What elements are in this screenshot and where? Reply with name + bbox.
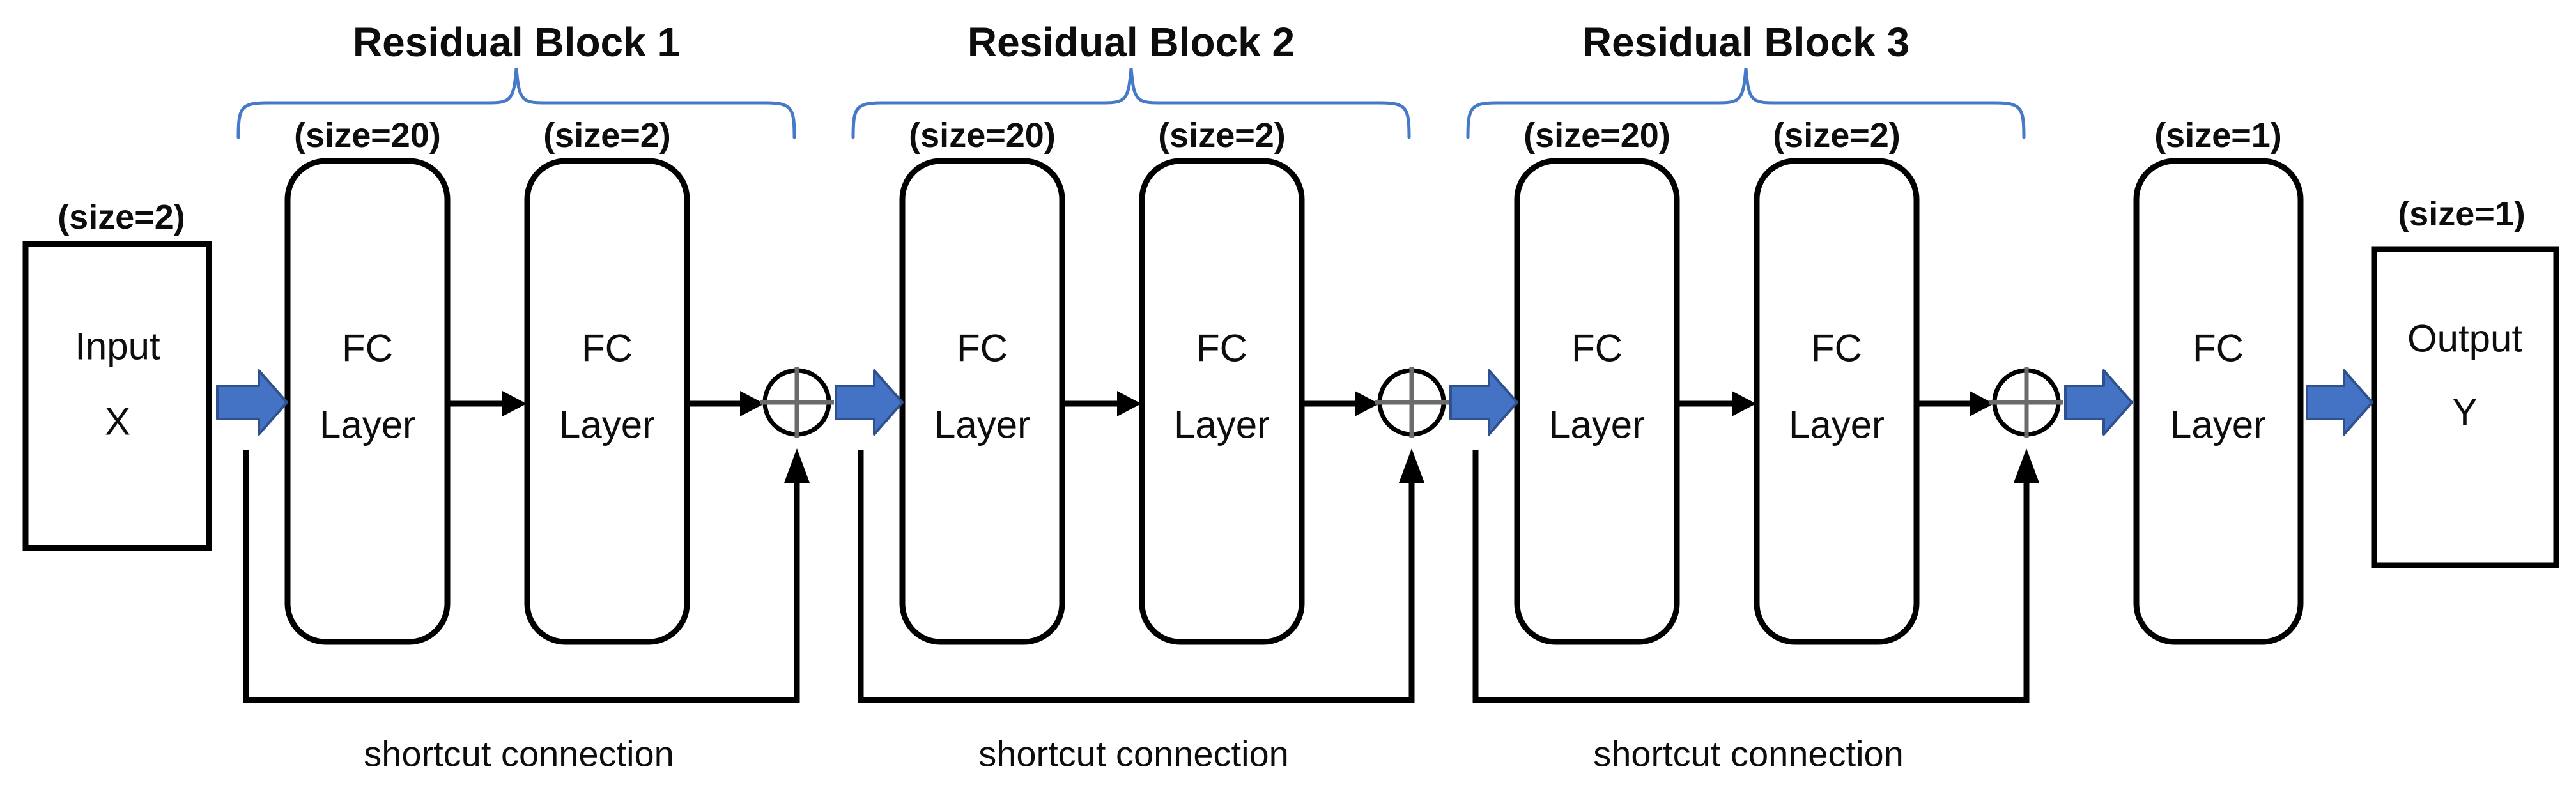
rb3-inner-arrowhead-icon [1732,391,1756,416]
input-box [22,241,212,551]
residual-block-1-title: Residual Block 1 [353,19,680,65]
rb3-fc2-label-line2: Layer [1789,404,1885,446]
rb2-fc1-label-line2: Layer [934,404,1030,446]
rb2-shortcut-connection-line [858,450,1415,703]
rb3-fc2-label-line1: FC [1811,327,1862,370]
rb1-shortcut-connection-line [243,450,800,703]
rb2-fc2-label-line2: Layer [1174,404,1270,446]
input-size-label: (size=2) [58,198,185,236]
final-fc-layer-box [2133,158,2304,645]
rb3-fc2-size-label: (size=2) [1773,116,1901,155]
output-box [2371,246,2559,568]
rb2-fc2-label-line1: FC [1196,327,1247,370]
rb1-fc1-label-line1: FC [342,327,393,370]
rb3-shortcut-connection-label: shortcut connection [1593,734,1904,774]
rb2-fc-layer-2-box [1139,158,1305,645]
rb2-fc1-label-line1: FC [957,327,1008,370]
rb2-to-rb3-blue-arrow-icon [1449,369,1518,436]
residual-block-2-brace-icon [851,68,1411,139]
residual-block-1-brace-icon [236,68,796,139]
rb1-to-sum-arrowhead-icon [740,391,764,416]
rb2-to-sum-arrowhead-icon [1355,391,1379,416]
final-fc-size-label: (size=1) [2154,116,2282,155]
input-box-label-line1: Input [75,325,160,368]
rb2-fc2-size-label: (size=2) [1158,116,1286,155]
final-fc-to-output-blue-arrow-icon [2306,369,2373,436]
rb1-to-rb2-blue-arrow-icon [835,369,904,436]
rb1-fc2-size-label: (size=2) [543,116,671,155]
rb3-fc-layer-1-box [1514,158,1680,645]
rb3-shortcut-connection-line [1472,450,2030,703]
residual-block-3-brace-icon [1466,68,2026,139]
rb1-fc-layer-2-box [524,158,690,645]
rb2-fc1-size-label: (size=20) [909,116,1056,155]
rb2-fc-layer-1-box [899,158,1065,645]
residual-block-3-title: Residual Block 3 [1582,19,1909,65]
output-box-label-line2: Y [2452,391,2478,434]
rb1-fc1-label-line2: Layer [320,404,415,446]
rb1-fc-layer-1-box [284,158,451,645]
output-box-label-line1: Output [2407,317,2522,360]
rb3-to-sum-arrowhead-icon [1970,391,1994,416]
input-to-rb1-blue-arrow-icon [216,369,288,436]
rb3-shortcut-arrowhead-icon [2014,448,2039,483]
rb1-fc2-label-line2: Layer [559,404,655,446]
rb3-fc-layer-2-box [1754,158,1920,645]
final-fc-label-line1: FC [2193,327,2244,370]
rb3-fc1-label-line2: Layer [1549,404,1645,446]
rb1-shortcut-arrowhead-icon [784,448,810,483]
rb1-shortcut-connection-label: shortcut connection [364,734,674,774]
rb3-to-final-fc-blue-arrow-icon [2064,369,2133,436]
residual-block-2-title: Residual Block 2 [968,19,1295,65]
rb1-inner-arrowhead-icon [502,391,527,416]
rb3-fc1-label-line1: FC [1571,327,1623,370]
input-box-label-line2: X [105,400,130,443]
output-size-label: (size=1) [2398,195,2526,233]
rb1-fc2-label-line1: FC [582,327,633,370]
rb1-fc1-size-label: (size=20) [294,116,441,155]
rb2-shortcut-connection-label: shortcut connection [978,734,1289,774]
rb2-inner-arrowhead-icon [1117,391,1141,416]
rb3-fc1-size-label: (size=20) [1523,116,1670,155]
final-fc-label-line2: Layer [2170,404,2266,446]
rb2-shortcut-arrowhead-icon [1399,448,1424,483]
